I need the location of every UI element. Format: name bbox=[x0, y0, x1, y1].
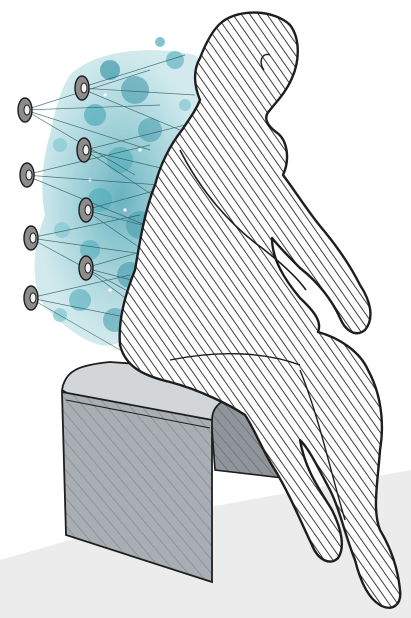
nozzle-icon bbox=[75, 76, 89, 100]
nozzle-icon bbox=[20, 163, 34, 187]
nozzle-icon bbox=[24, 286, 38, 310]
nozzle-icon bbox=[24, 226, 38, 250]
nozzle-icon bbox=[18, 98, 32, 122]
nozzle-icon bbox=[79, 256, 93, 280]
nozzle-icon bbox=[79, 198, 93, 222]
nozzle-icon bbox=[77, 138, 91, 162]
